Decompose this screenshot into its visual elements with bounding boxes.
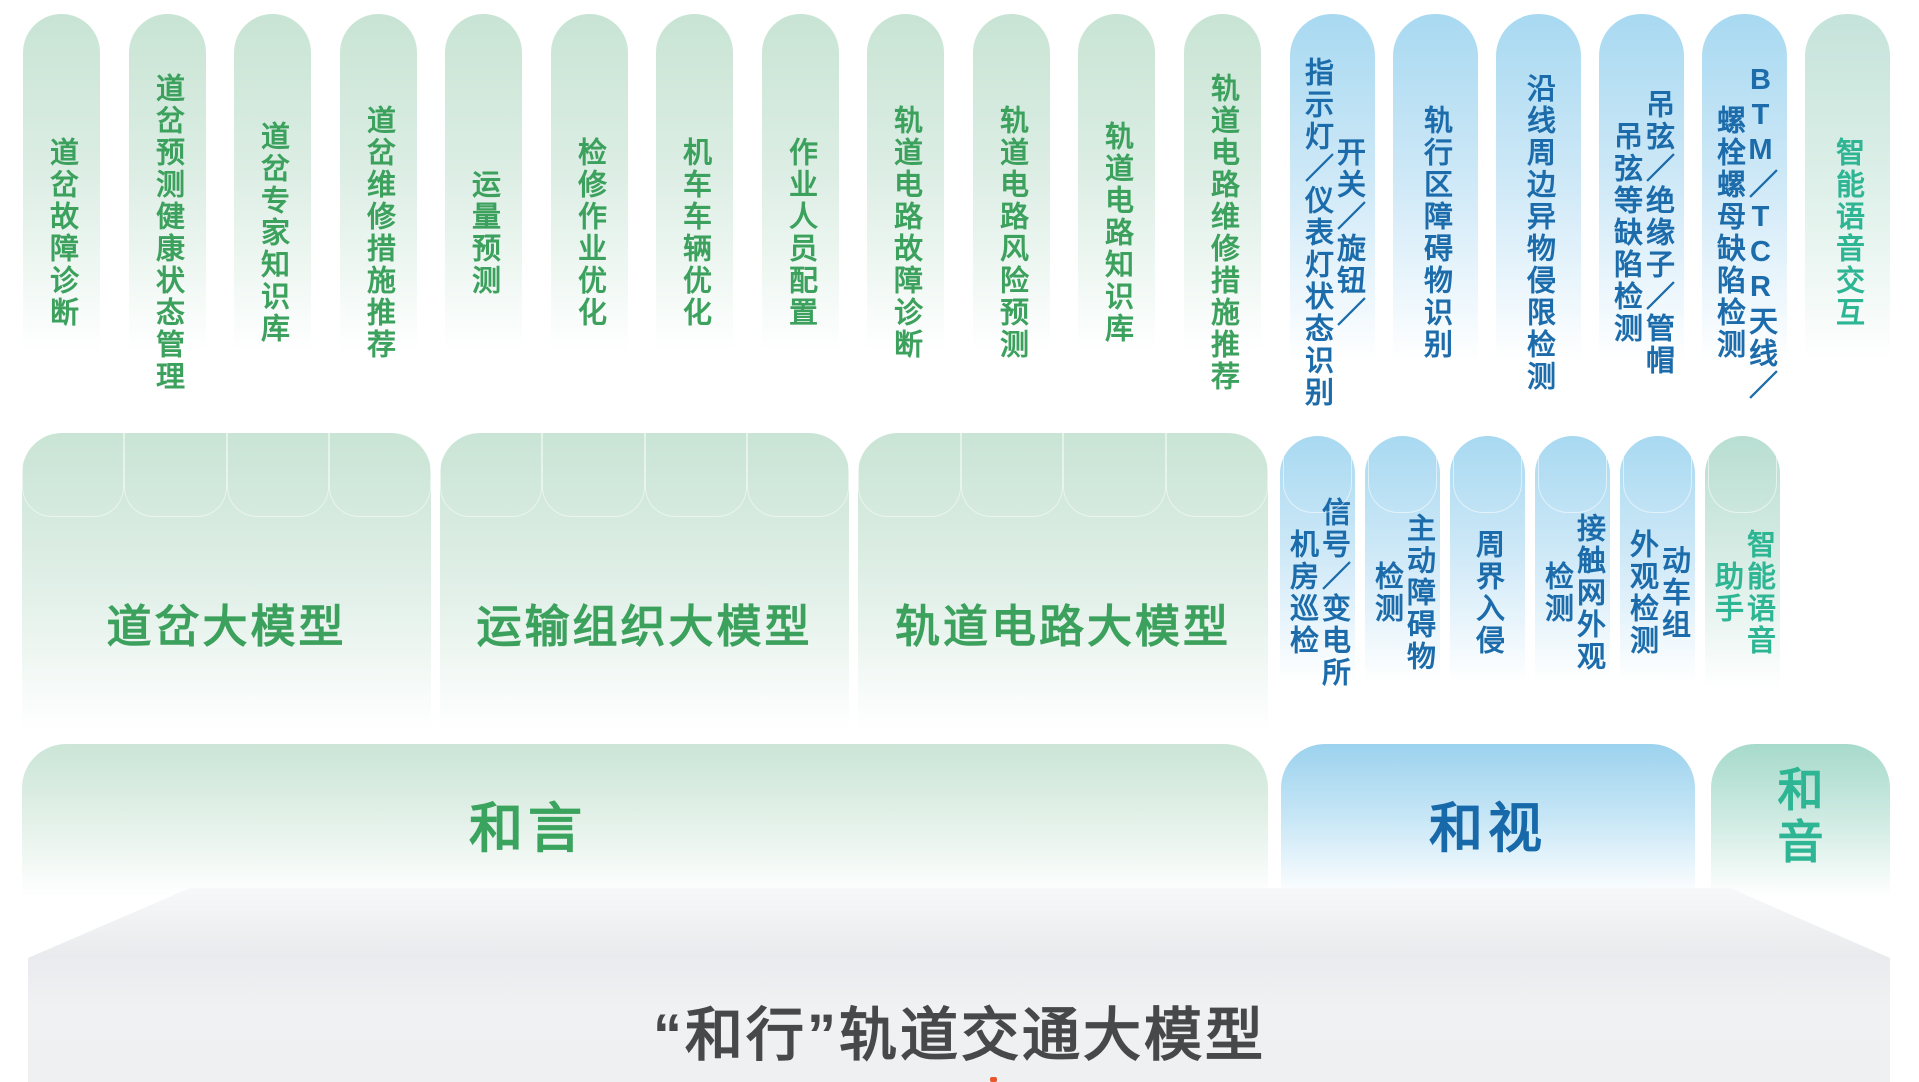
pill-label: 开关／旋钮／指示灯／仪表灯状态识别 — [1300, 57, 1365, 409]
block-track-circuit-model: 轨道电路大模型 — [858, 433, 1268, 744]
top-pill-lineside-intrusion-detection: 沿线周边异物侵限检测 — [1496, 14, 1581, 438]
block-switch-model: 道岔大模型 — [22, 433, 431, 744]
slot — [1453, 436, 1522, 513]
mid-pill-active-obstacle-detection: 主动障碍物检测 — [1365, 436, 1440, 736]
top-pill-switch-fault-diagnosis: 道岔故障诊断 — [23, 14, 100, 438]
top-pill-staff-allocation: 作业人员配置 — [762, 14, 839, 438]
mid-pill-intelligent-voice-assistant: 智能语音助手 — [1705, 436, 1780, 736]
slot — [1063, 433, 1166, 517]
block-label: 轨道电路大模型 — [894, 601, 1231, 652]
block-slots — [858, 433, 1268, 517]
top-pill-switch-expert-knowledge: 道岔专家知识库 — [234, 14, 311, 438]
slot — [440, 433, 543, 517]
mid-pill-signal-substation-inspection: 信号／变电所机房巡检 — [1280, 436, 1355, 736]
slot — [328, 433, 431, 517]
slot — [1538, 436, 1607, 513]
top-pill-track-circuit-knowledge: 轨道电路知识库 — [1078, 14, 1155, 438]
band-label: 和音 — [1777, 764, 1824, 868]
top-pill-track-circuit-repair-recommendation: 轨道电路维修措施推荐 — [1184, 14, 1261, 438]
pill-label: 动车组外观检测 — [1625, 529, 1690, 657]
block-slots — [440, 433, 849, 517]
band-heshi: 和视 — [1281, 744, 1695, 905]
pill-label: 轨道电路维修措施推荐 — [1206, 73, 1239, 393]
stray-mark — [990, 1077, 997, 1082]
slot — [22, 433, 125, 517]
band-label: 和言 — [469, 799, 587, 859]
top-pill-switch-repair-recommendation: 道岔维修措施推荐 — [340, 14, 417, 438]
top-pill-indicator-status-recognition: 开关／旋钮／指示灯／仪表灯状态识别 — [1290, 14, 1375, 438]
pill-label: BTM／TCR天线／螺栓螺母缺陷检测 — [1712, 64, 1777, 402]
pill-label: 吊弦／绝缘子／管帽吊弦等缺陷检测 — [1609, 89, 1674, 377]
pill-label: 轨道电路故障诊断 — [889, 105, 922, 361]
pill-label: 信号／变电所机房巡检 — [1285, 497, 1350, 689]
pill-label: 运量预测 — [467, 169, 500, 297]
foundation-top-surface — [28, 888, 1890, 958]
mid-pill-catenary-appearance-detection: 接触网外观检测 — [1535, 436, 1610, 736]
slot — [746, 433, 849, 517]
top-pill-maintenance-optimization: 检修作业优化 — [551, 14, 628, 438]
pill-label: 作业人员配置 — [784, 137, 817, 329]
pill-label: 道岔维修措施推荐 — [362, 105, 395, 361]
top-pill-btm-tcr-bolt-defect-detection: BTM／TCR天线／螺栓螺母缺陷检测 — [1702, 14, 1787, 438]
slot — [1165, 433, 1268, 517]
top-pill-track-circuit-risk-forecast: 轨道电路风险预测 — [973, 14, 1050, 438]
top-pill-intelligent-voice-interaction: 智能语音交互 — [1805, 14, 1890, 438]
slot — [124, 433, 227, 517]
pill-label: 轨行区障碍物识别 — [1419, 105, 1452, 361]
pill-label: 道岔专家知识库 — [256, 121, 289, 345]
foundation-title: “和行”轨道交通大模型 — [652, 1003, 1266, 1068]
pill-label: 沿线周边异物侵限检测 — [1522, 73, 1555, 393]
foundation-front-face — [28, 958, 1890, 1082]
pill-label: 主动障碍物检测 — [1370, 513, 1435, 673]
top-pill-switch-health-management: 道岔预测健康状态管理 — [129, 14, 206, 438]
top-pill-track-area-obstacle-recognition: 轨行区障碍物识别 — [1393, 14, 1478, 438]
pill-label: 轨道电路知识库 — [1100, 121, 1133, 345]
top-pill-traffic-forecast: 运量预测 — [445, 14, 522, 438]
top-pill-dropper-insulator-defect-detection: 吊弦／绝缘子／管帽吊弦等缺陷检测 — [1599, 14, 1684, 438]
slot — [1708, 436, 1777, 513]
pill-label: 接触网外观检测 — [1540, 513, 1605, 673]
slot — [542, 433, 645, 517]
pill-label: 道岔故障诊断 — [45, 137, 78, 329]
pill-label: 检修作业优化 — [573, 137, 606, 329]
block-slots — [22, 433, 431, 517]
pill-label: 机车车辆优化 — [678, 137, 711, 329]
slot — [960, 433, 1063, 517]
band-label: 和视 — [1429, 799, 1547, 859]
block-transport-organization-model: 运输组织大模型 — [440, 433, 849, 744]
top-pill-track-circuit-fault-diagnosis: 轨道电路故障诊断 — [867, 14, 944, 438]
slot — [1368, 436, 1437, 513]
pill-label: 轨道电路风险预测 — [995, 105, 1028, 361]
slot — [644, 433, 747, 517]
slot — [226, 433, 329, 517]
band-heyin: 和音 — [1711, 744, 1890, 905]
slot — [1283, 436, 1352, 513]
top-pill-locomotive-optimization: 机车车辆优化 — [656, 14, 733, 438]
block-label: 运输组织大模型 — [476, 601, 813, 652]
pill-label: 智能语音助手 — [1710, 529, 1775, 657]
block-label: 道岔大模型 — [106, 601, 347, 652]
pill-label: 周界入侵 — [1471, 529, 1504, 657]
pill-label: 智能语音交互 — [1831, 137, 1864, 329]
pill-label: 道岔预测健康状态管理 — [151, 73, 184, 393]
mid-pill-emu-appearance-detection: 动车组外观检测 — [1620, 436, 1695, 736]
mid-pill-perimeter-intrusion: 周界入侵 — [1450, 436, 1525, 736]
band-heyan: 和言 — [22, 744, 1268, 905]
slot — [858, 433, 961, 517]
slot — [1623, 436, 1692, 513]
